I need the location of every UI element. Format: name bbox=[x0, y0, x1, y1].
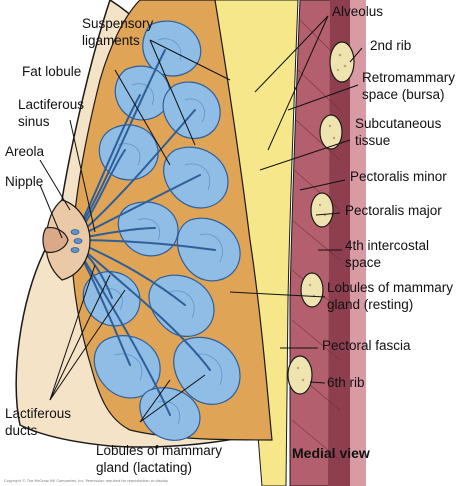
rib-5 bbox=[301, 273, 323, 307]
label-subcutaneous-tissue: Subcutaneous bbox=[355, 116, 442, 131]
label-lactiferous-ducts: Lactiferous bbox=[5, 406, 71, 421]
label-suspensory-ligaments: Suspensory bbox=[82, 16, 154, 31]
rib-6 bbox=[288, 356, 312, 394]
label-4th-intercostal-space-2: space bbox=[345, 255, 381, 270]
label-lobules-resting: Lobules of mammary bbox=[327, 280, 453, 295]
label-lobules-lactating: Lobules of mammary bbox=[96, 443, 222, 458]
label-areola: Areola bbox=[5, 144, 45, 159]
label-retromammary-space-2: space (bursa) bbox=[362, 87, 445, 102]
rib-4 bbox=[311, 193, 333, 227]
label-lobules-lactating-2: gland (lactating) bbox=[96, 460, 192, 475]
label-pectoral-fascia: Pectoral fascia bbox=[322, 338, 411, 353]
label-retromammary-space: Retromammary bbox=[362, 70, 455, 85]
label-lactiferous-ducts-2: ducts bbox=[5, 423, 38, 438]
lobule bbox=[115, 66, 170, 120]
label-fat-lobule: Fat lobule bbox=[22, 64, 81, 79]
label-lactiferous-sinus-2: sinus bbox=[18, 114, 50, 129]
label-pectoralis-major: Pectoralis major bbox=[345, 203, 442, 218]
label-alveolus: Alveolus bbox=[332, 4, 383, 19]
label-4th-intercostal-space: 4th intercostal bbox=[345, 238, 429, 253]
label-subcutaneous-tissue-2: tissue bbox=[355, 133, 390, 148]
label-nipple: Nipple bbox=[5, 174, 43, 189]
label-lactiferous-sinus: Lactiferous bbox=[18, 97, 84, 112]
label-lobules-resting-2: gland (resting) bbox=[327, 297, 413, 312]
label-pectoralis-minor: Pectoralis minor bbox=[350, 169, 447, 184]
label-2nd-rib: 2nd rib bbox=[370, 38, 411, 53]
label-medial-view: Medial view bbox=[292, 445, 370, 461]
label-6th-rib: 6th rib bbox=[327, 375, 365, 390]
label-suspensory-ligaments-2: ligaments bbox=[82, 33, 140, 48]
copyright-notice: Copyright © The McGraw-Hill Companies, I… bbox=[4, 479, 168, 483]
